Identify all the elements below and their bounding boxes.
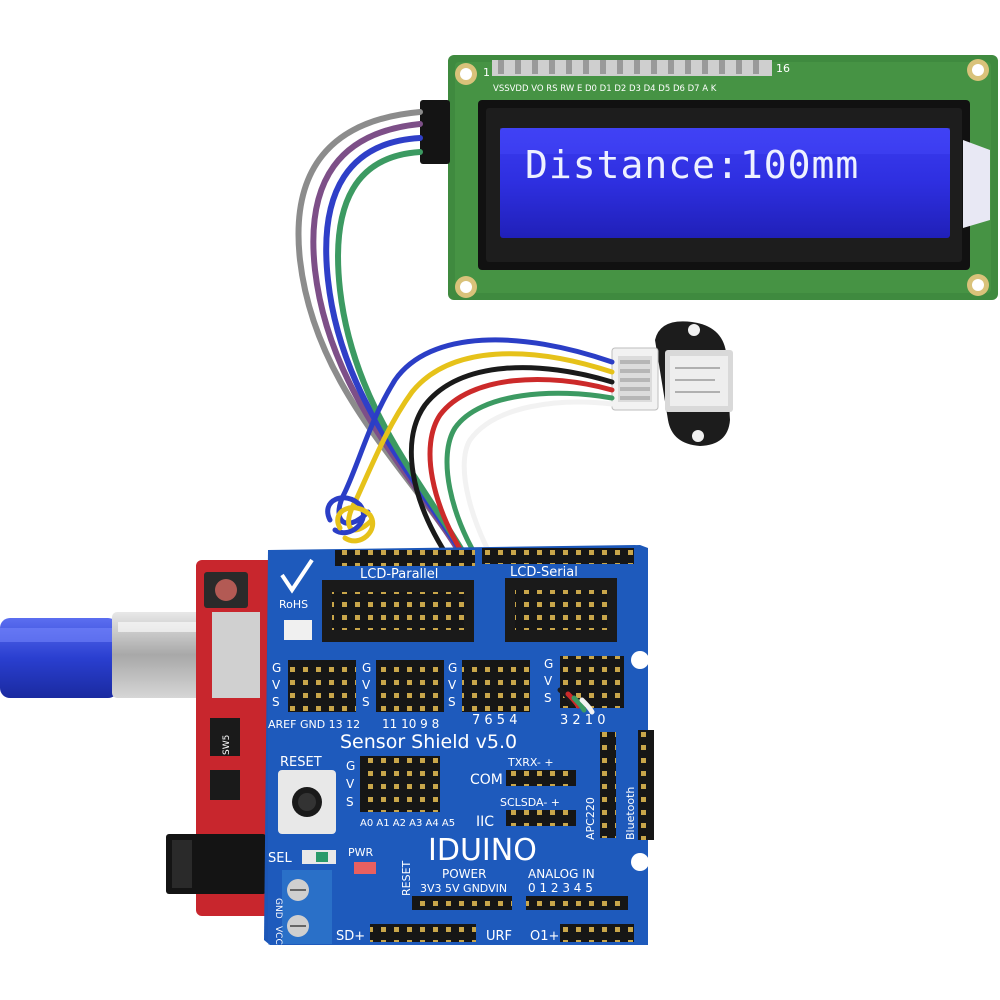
bluetooth-header: [638, 730, 654, 840]
svg-text:S: S: [544, 691, 552, 705]
iic-label: IIC: [476, 814, 494, 830]
svg-text:S: S: [362, 695, 370, 709]
wire-ends: [557, 687, 595, 715]
distance-sensor: [611, 321, 733, 446]
apc220-label: APC220: [584, 797, 597, 840]
gvs-label-3: G: [448, 661, 457, 675]
o1-header: [560, 924, 634, 942]
analog-sensor-block: [360, 756, 440, 812]
gnd-label: GND: [273, 898, 283, 919]
svg-text:V: V: [544, 674, 553, 688]
top-header-left: [335, 550, 475, 566]
gvs-label-4: G: [544, 657, 553, 671]
lcd-pin-1-label: 1: [483, 66, 490, 79]
urf-label: URF: [486, 929, 512, 944]
pwr-label: PWR: [348, 846, 374, 859]
com-header: [506, 770, 576, 786]
gvs-label-2: G: [362, 661, 371, 675]
digital-block-1: [288, 660, 356, 712]
svg-text:V: V: [448, 678, 457, 692]
rohs-check-icon: [280, 558, 314, 594]
digital-block-2: [376, 660, 444, 712]
apc220-header: [600, 732, 616, 838]
svg-text:S: S: [448, 695, 456, 709]
digital-label-right: 7 6 5 4: [472, 713, 517, 728]
usb-jack: [212, 612, 260, 698]
analog-nums-label: 0 1 2 3 4 5: [528, 881, 593, 895]
sclsda-label: SCLSDA- +: [500, 796, 560, 809]
sel-label: SEL: [268, 851, 292, 866]
lcd-pin-16-label: 16: [776, 62, 790, 75]
svg-text:V: V: [362, 678, 371, 692]
lcd-pin-labels: VSSVDD VO RS RW E D0 D1 D2 D3 D4 D5 D6 D…: [493, 84, 717, 94]
reset-label: RESET: [280, 755, 322, 770]
reset-vertical-label: RESET: [400, 860, 413, 896]
digital-label-mid: 11 10 9 8: [382, 717, 439, 731]
digital-label-left: AREF GND 13 12: [268, 718, 360, 731]
o1-label: O1+: [530, 929, 559, 944]
pwr-led: [354, 862, 376, 874]
sd-header: [370, 924, 476, 942]
gvs-label-1: G: [272, 661, 281, 675]
lcd-parallel-label: LCD-Parallel: [360, 567, 438, 582]
vcc-label: VCC: [273, 926, 283, 945]
lcd-module: 1 16 VSSVDD VO RS RW E D0 D1 D2 D3 D4 D5…: [420, 55, 998, 300]
sd-label: SD+: [336, 929, 365, 944]
top-header-right: [482, 548, 634, 564]
svg-text:S: S: [346, 795, 354, 809]
brand-logo: IDUINO: [428, 833, 537, 868]
digital-label-far: 3 2 1 0: [560, 713, 605, 728]
shield-pcb: [264, 545, 648, 945]
power-pins-label: 3V3 5V GNDVIN: [420, 882, 507, 895]
arduino-chip-label: SW5: [222, 735, 232, 755]
sensor-mount-hole: [688, 324, 700, 336]
svg-text:G: G: [346, 759, 355, 773]
lcd-serial-label: LCD-Serial: [510, 565, 578, 580]
lcd-screen: [500, 128, 950, 238]
iic-header: [506, 810, 576, 826]
svg-text:S: S: [272, 695, 280, 709]
arduino-reset-button[interactable]: [215, 579, 237, 601]
analog-header: [526, 896, 628, 910]
txrx-label: TXRX- +: [507, 756, 554, 769]
bluetooth-label: Bluetooth: [624, 787, 637, 840]
digital-block-3: [462, 660, 530, 712]
shield-title: Sensor Shield v5.0: [340, 731, 517, 753]
arduino-board: SW5: [166, 560, 276, 916]
rohs-label: RoHS: [279, 598, 308, 611]
sensor-shield: RoHS LCD-Parallel LCD-Serial G V S G V S…: [264, 545, 654, 945]
power-header: [412, 896, 512, 910]
svg-text:V: V: [272, 678, 281, 692]
analog-in-label: ANALOG IN: [528, 867, 595, 881]
analog-pins-label: A0 A1 A2 A3 A4 A5: [360, 818, 455, 829]
svg-text:V: V: [346, 777, 355, 791]
com-label: COM: [470, 772, 503, 788]
sensor-mount-hole: [692, 430, 704, 442]
power-label: POWER: [442, 867, 486, 881]
wire-sensor-yellow: [346, 351, 615, 533]
lcd-i2c-connector: [420, 100, 450, 164]
lcd-display-text: Distance:100mm: [525, 143, 859, 187]
